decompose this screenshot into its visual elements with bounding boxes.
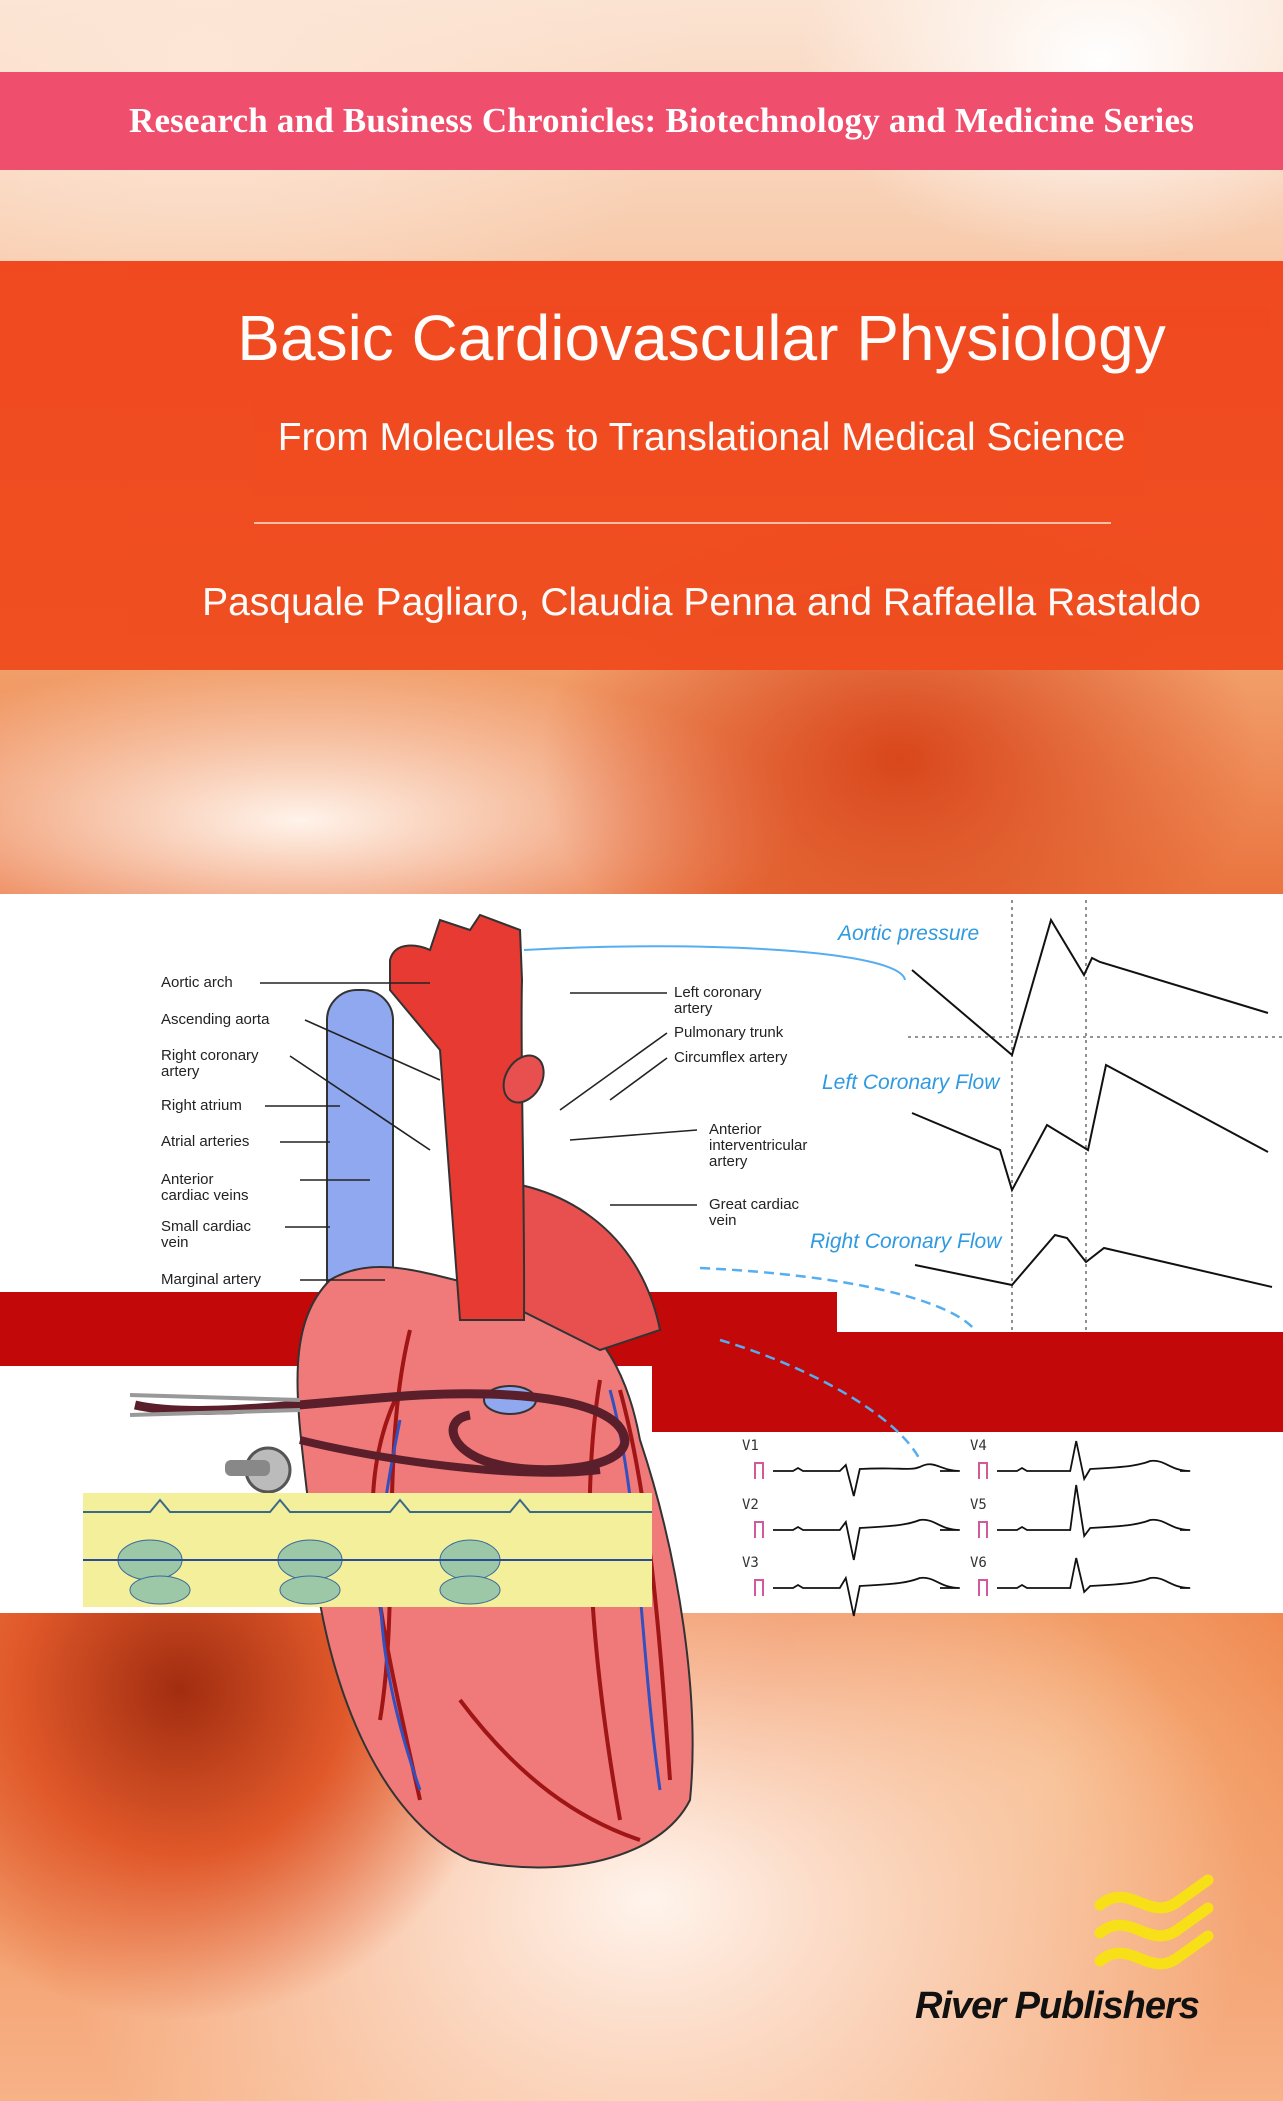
label-pulmonary-trunk: Pulmonary trunk — [674, 1024, 784, 1041]
aortic-pressure-wave — [911, 917, 1269, 1057]
ecg-lead-label: V6 — [970, 1555, 987, 1571]
right-coronary-flow-wave — [914, 1233, 1273, 1288]
publisher-name: River Publishers — [915, 1985, 1200, 2027]
heart-diagram-panel — [0, 894, 1283, 1292]
label-anterior-interventricular-artery: Anterior interventricular artery — [709, 1121, 808, 1170]
divider — [254, 522, 1111, 524]
heart-illustration — [296, 913, 976, 1869]
waveforms — [911, 917, 1273, 1288]
phonocardiogram — [83, 1493, 652, 1607]
ecg-lead-label: V2 — [742, 1497, 759, 1513]
ecg-calibration-mark — [978, 1579, 988, 1596]
ecg-trace-v4 — [997, 1440, 1191, 1482]
ecg-calibration-mark — [754, 1521, 764, 1538]
ecg-trace-v6 — [997, 1557, 1191, 1594]
left-coronary-flow-wave — [911, 1063, 1269, 1193]
label-aortic-arch: Aortic arch — [161, 974, 233, 991]
label-marginal-artery: Marginal artery — [161, 1271, 262, 1288]
ecg-lead-label: V4 — [970, 1438, 987, 1454]
series-title: Research and Business Chronicles: Biotec… — [128, 101, 1195, 140]
ecg-trace-v1 — [773, 1463, 960, 1497]
authors: Pasquale Pagliaro, Claudia Penna and Raf… — [202, 581, 1201, 624]
book-subtitle: From Molecules to Translational Medical … — [277, 416, 1126, 459]
ecg-calibration-mark — [978, 1462, 988, 1479]
ecg-calibration-mark — [978, 1521, 988, 1538]
label-anterior-cardiac-veins: Anterior cardiac veins — [161, 1171, 249, 1204]
ecg-trace-v5 — [997, 1484, 1191, 1539]
label-ascending-aorta: Ascending aorta — [161, 1011, 270, 1028]
series-band: Research and Business Chronicles: Biotec… — [0, 72, 1283, 170]
label-right-coronary-flow: Right Coronary Flow — [810, 1230, 1002, 1253]
label-right-coronary-artery: Right coronary artery — [161, 1047, 259, 1080]
label-left-coronary-flow: Left Coronary Flow — [822, 1071, 1000, 1094]
label-aortic-pressure: Aortic pressure — [838, 922, 980, 945]
red-band — [652, 1332, 1283, 1432]
ecg-lead-label: V1 — [742, 1438, 759, 1454]
label-great-cardiac-vein: Great cardiac vein — [709, 1196, 800, 1229]
book-title: Basic Cardiovascular Physiology — [237, 302, 1166, 374]
ecg-lead-label: V3 — [742, 1555, 759, 1571]
title-block: Basic Cardiovascular Physiology From Mol… — [0, 261, 1283, 670]
ecg-calibration-mark — [754, 1579, 764, 1596]
ecg-calibration-mark — [754, 1462, 764, 1479]
label-right-atrium: Right atrium — [161, 1097, 242, 1114]
ecg-trace-v3 — [773, 1575, 960, 1617]
leader-lines — [260, 982, 698, 1281]
label-small-cardiac-vein: Small cardiac vein — [161, 1218, 252, 1251]
label-circumflex-artery: Circumflex artery — [674, 1049, 788, 1066]
label-left-coronary-artery: Left coronary artery — [674, 984, 762, 1017]
ecg-trace-v2 — [773, 1518, 960, 1561]
river-publishers-logo — [1094, 1874, 1214, 1970]
label-atrial-arteries: Atrial arteries — [161, 1133, 250, 1150]
ecg-traces — [754, 1440, 1191, 1617]
ecg-lead-label: V5 — [970, 1497, 987, 1513]
stethoscope-image — [129, 1389, 630, 1494]
